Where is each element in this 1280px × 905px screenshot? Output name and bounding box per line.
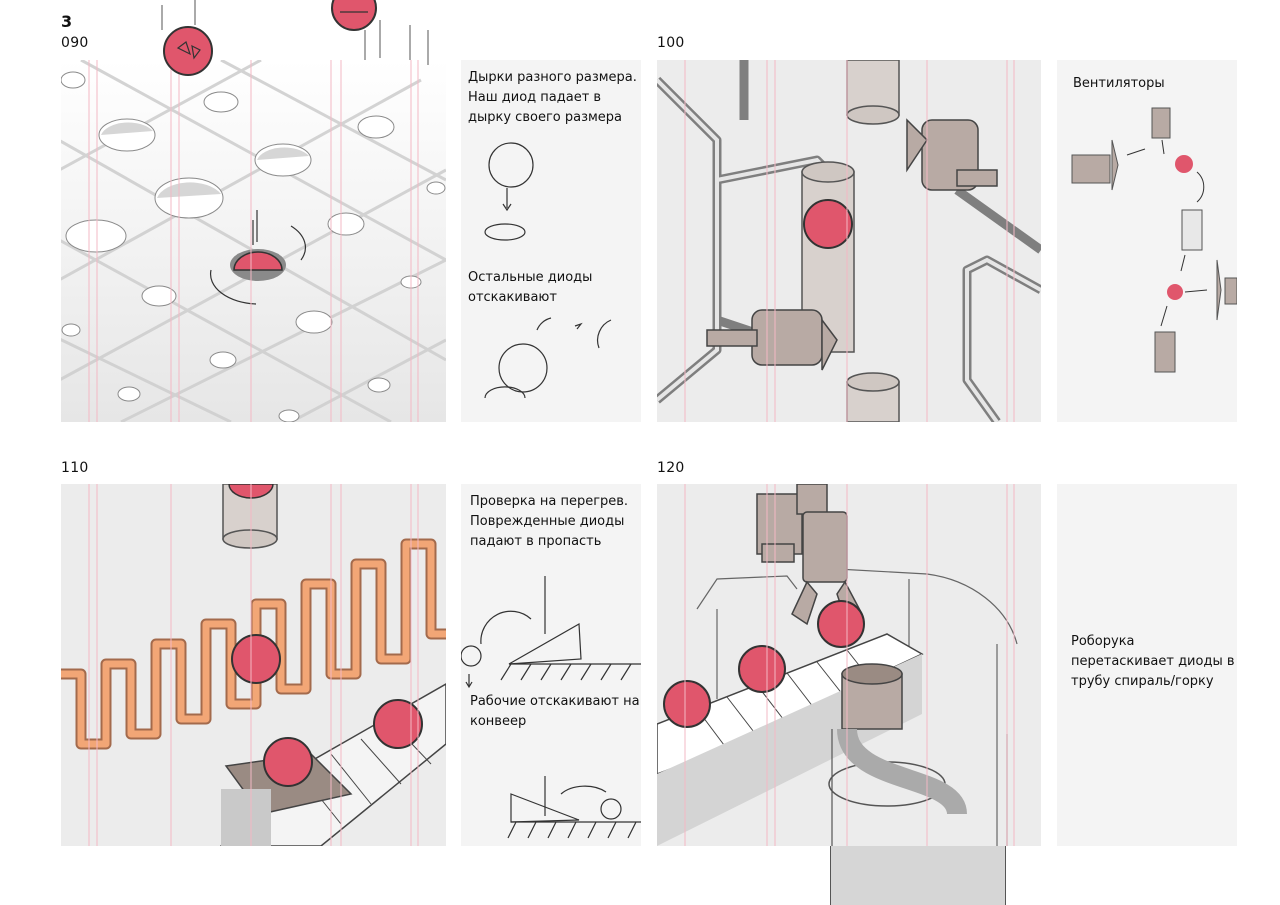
holes-grid-sketch [61,60,446,422]
fans-explainer-sketch [1071,107,1237,373]
pipes-and-fans-sketch [657,60,1041,422]
note-panel-110: Проверка на перегрев. Поврежденные диоды… [461,484,641,846]
note-text-robot-arm: Роборука перетаскивает диоды в трубу спи… [1071,634,1235,689]
spiral-slide-overflow [830,846,1006,905]
shot-label-090: 090 [61,35,89,51]
note-text-fans: Вентиляторы [1073,76,1165,91]
note-text-overheat: Проверка на перегрев. Поврежденные диоды… [470,494,629,549]
storyboard-frame-100 [657,60,1041,422]
note-panel-090: Дырки разного размера. Наш диод падает в… [461,60,641,422]
storyboard-frame-120 [657,484,1041,846]
shot-label-100: 100 [657,35,685,51]
storyboard-frame-090 [61,60,446,422]
note-text-conveyor: Рабочие отскакивают на конвеер [470,694,640,729]
page-number: 3 [61,12,73,31]
storyboard-frame-110 [61,484,446,846]
robot-arm-sketch [657,484,1018,846]
note-panel-100: Вентиляторы [1057,60,1237,422]
overheat-explainer-sketch [461,576,641,839]
shot-label-120: 120 [657,460,685,476]
falling-diodes-sketch [161,0,429,76]
shot-label-110: 110 [61,460,89,476]
note-text-bounce: Остальные диоды отскакивают [468,270,593,305]
note-text-holes: Дырки разного размера. Наш диод падает в… [468,70,637,125]
heater-coil-sketch [61,484,446,846]
holes-explainer-sketch [484,142,612,399]
note-panel-120: Роборука перетаскивает диоды в трубу спи… [1057,484,1237,846]
